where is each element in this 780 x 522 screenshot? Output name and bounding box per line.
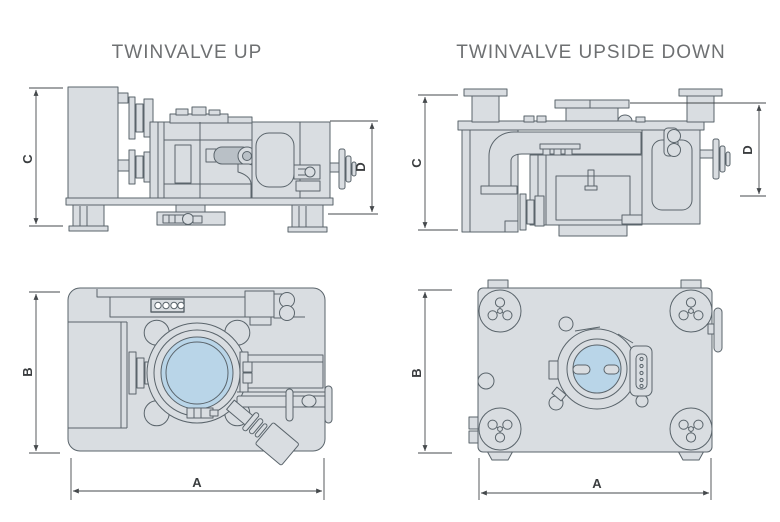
- dimension-a-plan-up: [70, 458, 325, 500]
- title-twinvalve-upside-down: TWINVALVE UPSIDE DOWN: [456, 42, 725, 63]
- title-twinvalve-up: TWINVALVE UP: [112, 42, 263, 63]
- dim-label-d-side-down: D: [740, 145, 755, 154]
- dimension-d-side-up: [328, 120, 378, 215]
- side-valve: [329, 148, 357, 190]
- motor-block: [67, 86, 130, 200]
- bottom-clamp-port: [156, 204, 226, 226]
- dimension-d-side-down: [630, 102, 766, 197]
- top-panel-lines: [96, 289, 305, 318]
- view-side-up: C D: [20, 86, 378, 233]
- ribbed-connector: [629, 345, 653, 397]
- edge-pin: [707, 307, 723, 353]
- dim-label-a-plan-up: A: [192, 475, 202, 490]
- drain-rod: [236, 385, 333, 424]
- gearbox-housing: [251, 121, 331, 199]
- dimension-b-plan-up: [29, 291, 60, 454]
- pump-body: [149, 106, 253, 199]
- dim-label-c-side-up: C: [20, 154, 35, 164]
- sight-glass: [160, 336, 234, 410]
- rotor-bolt: [205, 146, 257, 166]
- center-top-flange: [523, 99, 646, 123]
- dimension-c-side-up: [29, 87, 63, 227]
- dim-label-c-side-down: C: [409, 158, 424, 168]
- dim-label-d-side-up: D: [353, 162, 368, 171]
- dimension-a-plan-down: [478, 458, 712, 500]
- dimension-b-plan-down: [418, 289, 452, 454]
- bottom-couplings: [504, 193, 545, 233]
- valve-clamp-ring: [143, 319, 251, 427]
- elbow-flange: [480, 185, 518, 195]
- view-side-down: C D: [409, 88, 766, 237]
- valve-clamp-ring: [548, 326, 638, 410]
- bolt-holes: [477, 316, 649, 411]
- corner-foot: [479, 290, 521, 332]
- dim-label-b-plan-up: B: [20, 367, 35, 376]
- dimension-c-side-down: [418, 94, 458, 231]
- indicator-box: [150, 298, 185, 313]
- view-plan-up: B A: [20, 287, 333, 500]
- side-valve: [699, 138, 731, 180]
- left-foot: [68, 204, 109, 232]
- top-connector-block: [244, 290, 295, 326]
- clamp-knobs: [663, 127, 681, 157]
- dim-label-b-plan-down: B: [409, 368, 424, 377]
- dim-label-a-plan-down: A: [592, 476, 602, 491]
- diagonal-actuator: [226, 399, 299, 466]
- right-port: [678, 88, 723, 123]
- right-foot: [287, 204, 328, 233]
- view-plan-down: B A: [409, 279, 723, 500]
- actuator-cylinder: [239, 351, 324, 393]
- left-port: [463, 88, 508, 123]
- ring-clamp-screws: [186, 407, 219, 419]
- corner-foot: [670, 408, 712, 450]
- corner-foot: [479, 408, 521, 450]
- clamp-screws: [539, 143, 581, 159]
- pump-body: [529, 154, 643, 237]
- base-plate: [65, 197, 334, 206]
- shaft-couplings: [128, 96, 154, 185]
- corner-foot: [670, 290, 712, 332]
- motor-outline: [68, 321, 128, 429]
